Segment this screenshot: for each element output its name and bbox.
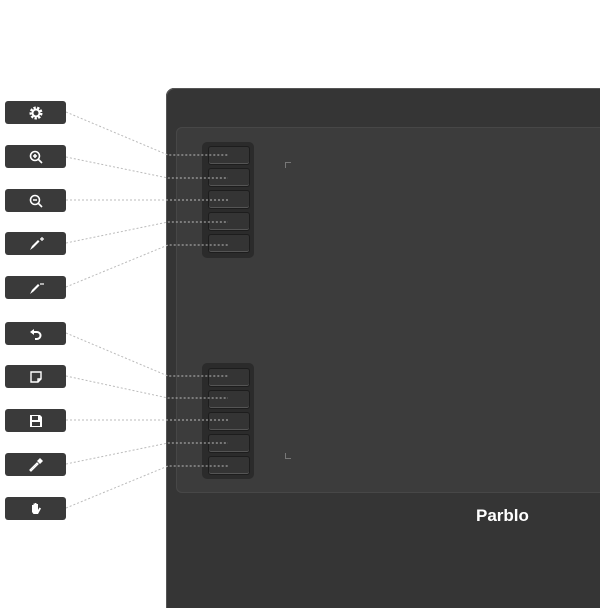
hand-icon [31,502,41,514]
express-key-5[interactable] [208,234,250,253]
zoom-out-icon [29,194,43,208]
express-key-10[interactable] [208,456,250,475]
express-key-3[interactable] [208,190,250,209]
area-corner-mark [285,453,291,459]
save-icon [29,414,42,427]
brush-decrease-icon [29,282,44,294]
hand-label [5,497,66,520]
zoom-in-icon [29,150,43,164]
brush-decrease-label [5,276,66,299]
gear-label [5,101,66,124]
new-canvas-icon [29,370,42,383]
save-label [5,409,66,432]
brand-logo: Parblo [476,506,529,525]
eyedropper-icon [28,457,43,472]
undo-label [5,322,66,345]
gear-icon [29,106,42,119]
express-key-7[interactable] [208,390,250,409]
express-key-1[interactable] [208,146,250,165]
express-key-8[interactable] [208,412,250,431]
zoom-out-label [5,189,66,212]
area-corner-mark [285,162,291,168]
new-canvas-label [5,365,66,388]
express-key-6[interactable] [208,368,250,387]
eyedropper-label [5,453,66,476]
undo-icon [29,328,41,340]
brush-increase-icon [29,236,44,250]
zoom-in-label [5,145,66,168]
express-key-group-top [202,142,254,258]
express-key-group-bottom [202,363,254,479]
brush-increase-label [5,232,66,255]
